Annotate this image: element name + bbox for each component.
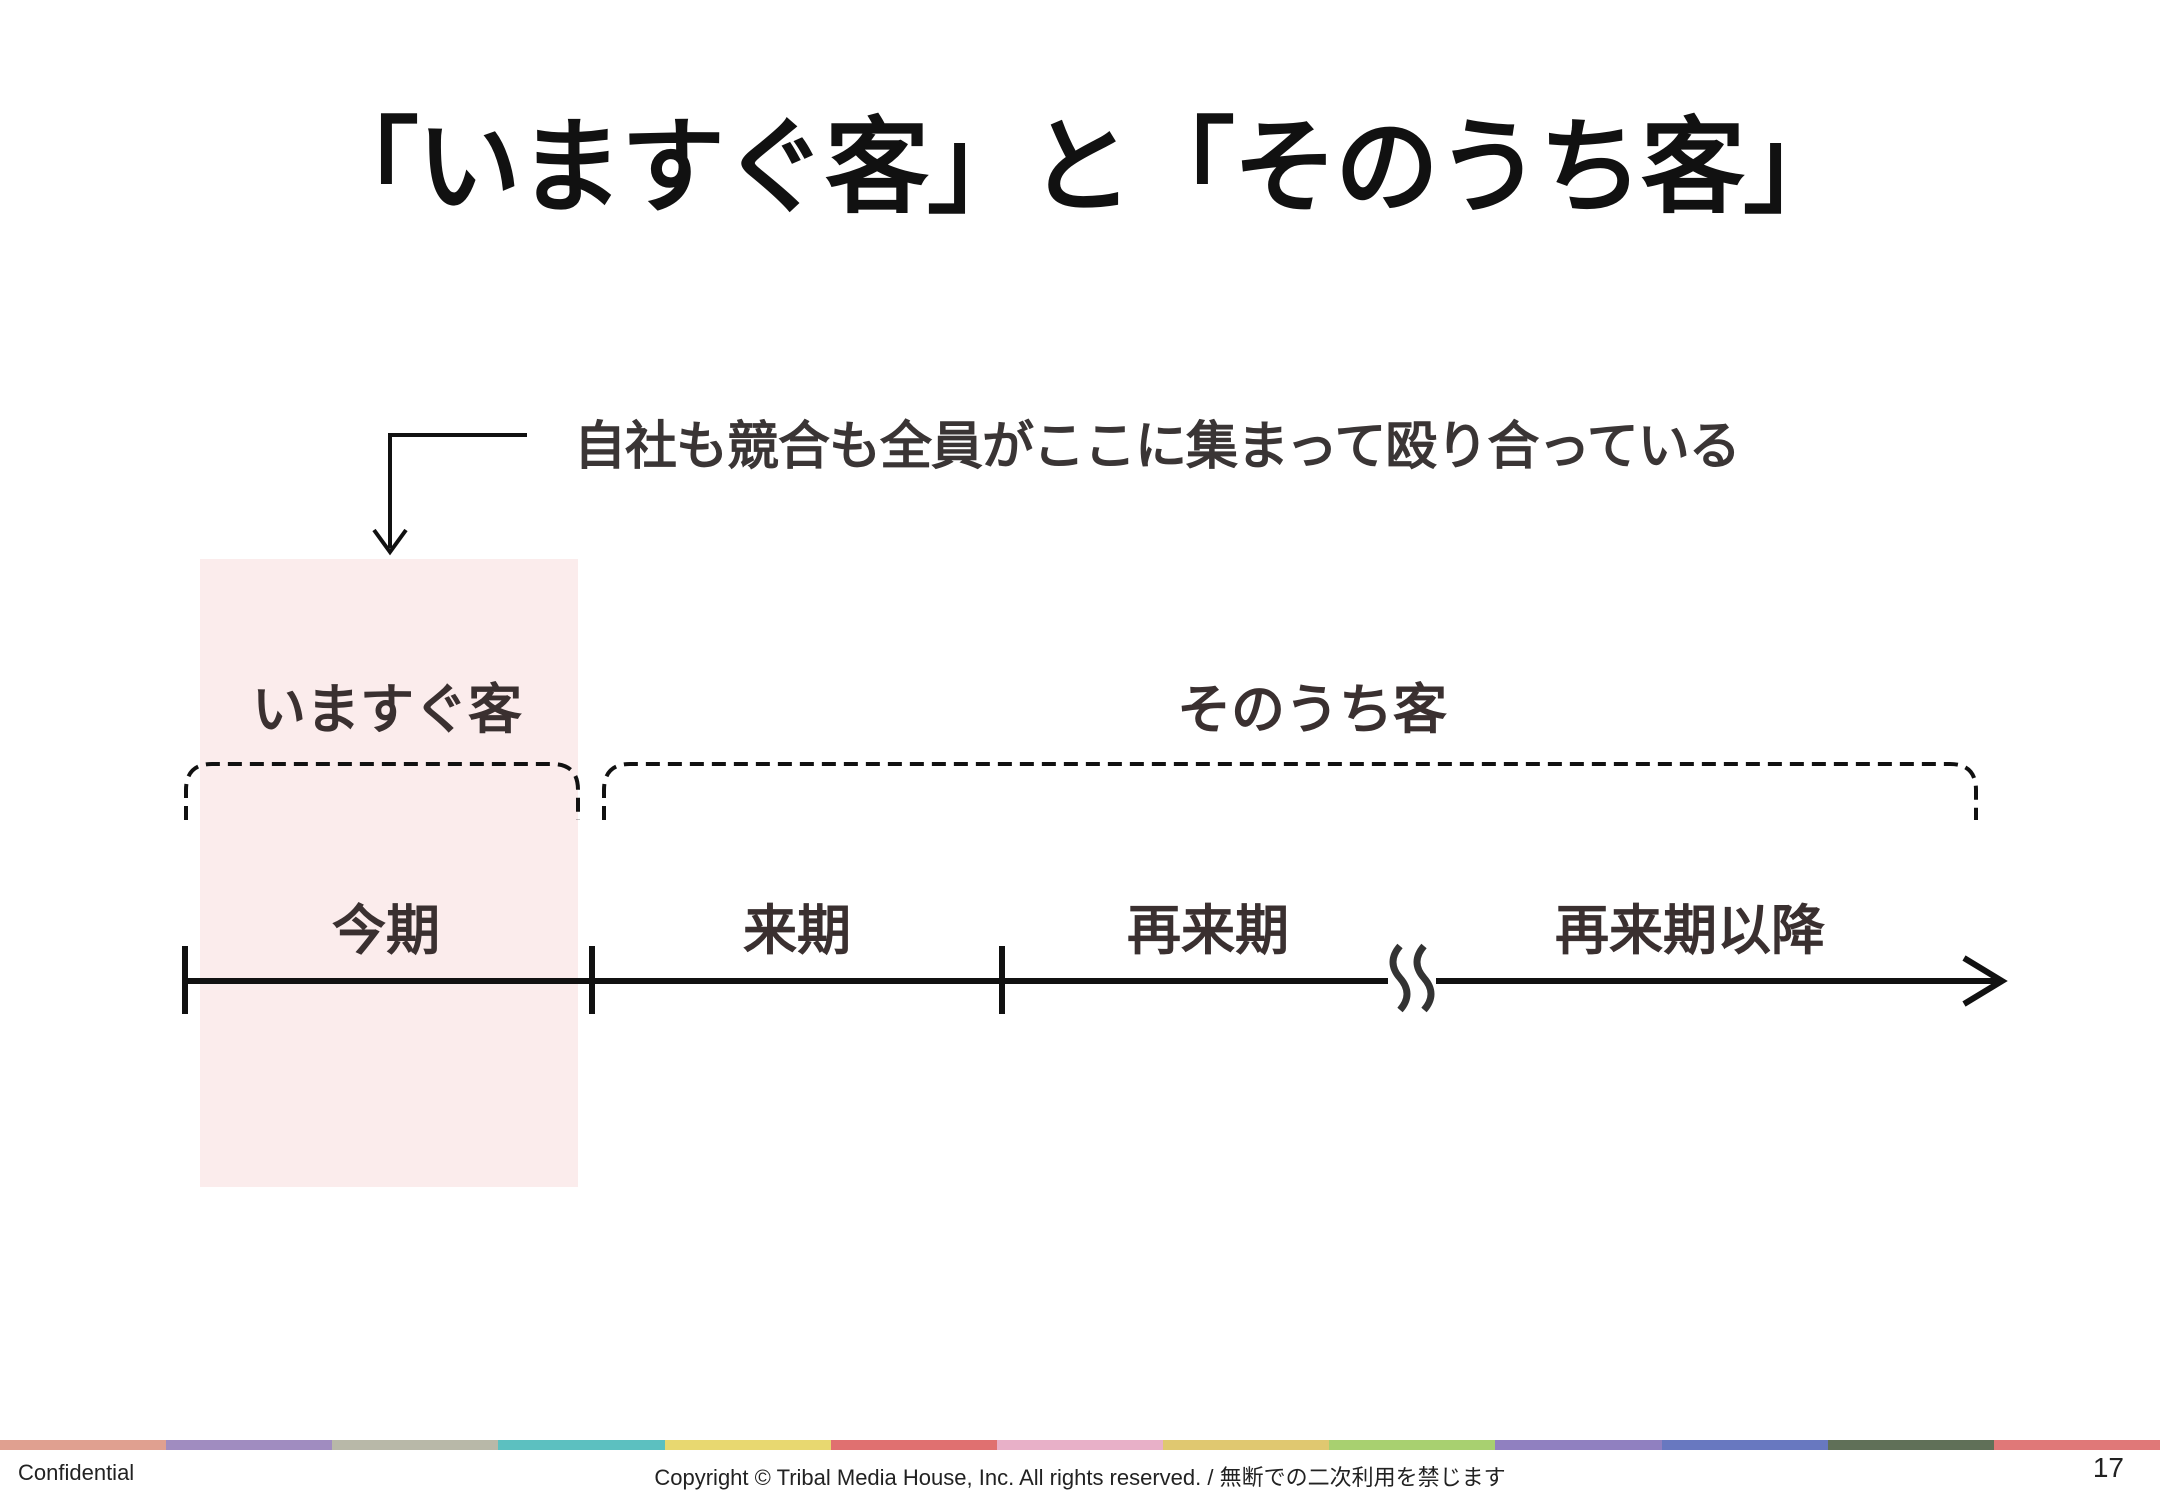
group-label-later: そのうち客 xyxy=(1177,678,1447,741)
timeline-arrowhead xyxy=(1962,955,2008,1007)
timeline-break-mark xyxy=(1389,943,1411,1013)
footer-stripe xyxy=(1993,1440,2160,1450)
footer-stripe xyxy=(1495,1440,1662,1450)
page-number: 17 xyxy=(2092,1452,2124,1483)
now-highlight-area xyxy=(200,559,578,1187)
period-label-this: 今期 xyxy=(332,899,440,962)
footer-stripe xyxy=(1827,1440,1994,1450)
footer-copyright: Copyright © Tribal Media House, Inc. All… xyxy=(654,1465,1506,1490)
callout-arrow xyxy=(388,433,527,548)
footer-stripe xyxy=(996,1440,1164,1450)
footer-stripe xyxy=(1329,1440,1496,1450)
timeline-break-mark xyxy=(1413,943,1435,1013)
footer-stripe xyxy=(1163,1440,1330,1450)
bracket-later xyxy=(602,762,1978,820)
period-label-next: 来期 xyxy=(743,899,851,962)
period-label-beyond: 再来期以降 xyxy=(1555,899,1825,962)
footer-stripe xyxy=(0,1440,167,1450)
footer-confidential: Confidential xyxy=(18,1460,135,1485)
bracket-now xyxy=(184,762,580,820)
period-label-after-next: 再来期 xyxy=(1127,899,1289,962)
callout-arrowhead xyxy=(372,528,408,556)
footer-stripe xyxy=(664,1440,831,1450)
footer-stripe xyxy=(498,1440,665,1450)
footer-stripe xyxy=(166,1440,333,1450)
footer-stripe xyxy=(1661,1440,1828,1450)
footer-stripe xyxy=(830,1440,997,1450)
footer-color-bar xyxy=(0,1440,2160,1450)
group-label-now: いますぐ客 xyxy=(252,678,522,741)
callout-text: 自社も競合も全員がここに集まって殴り合っている xyxy=(574,417,1741,477)
slide-title: 「いますぐ客」と「そのうち客」 xyxy=(314,106,1847,228)
footer-stripe xyxy=(332,1440,499,1450)
